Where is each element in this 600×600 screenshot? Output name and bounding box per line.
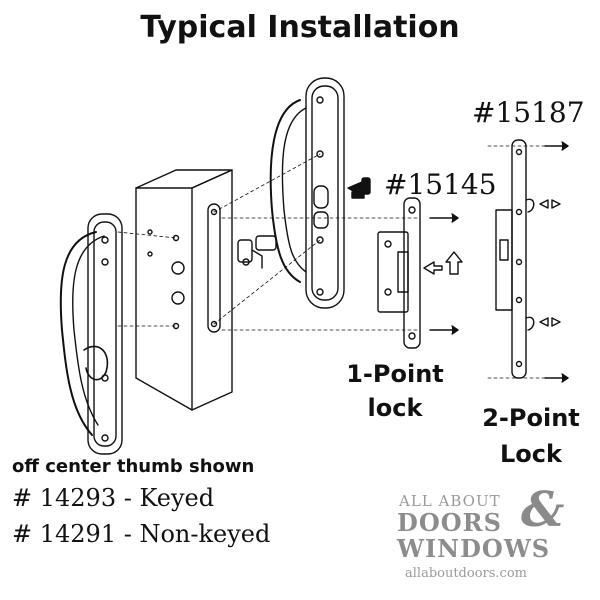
part-15187-label: #15187 [472, 96, 585, 129]
logo-top-text: ALL ABOUT [399, 492, 501, 510]
non-keyed-part-label: # 14291 - Non-keyed [12, 520, 271, 548]
brand-logo: ALL ABOUT & DOORS WINDOWS allaboutdoors.… [395, 482, 595, 592]
inside-handle [269, 77, 345, 309]
key-icon [347, 177, 371, 199]
logo-doors-text: DOORS [397, 508, 502, 537]
one-point-lock-label-line1: 1-Point [346, 360, 444, 388]
logo-url: allaboutdoors.com [405, 566, 527, 581]
two-point-lock-label-line1: 2-Point [482, 404, 580, 432]
thumb-latch [237, 235, 277, 269]
keyed-part-label: # 14293 - Keyed [12, 484, 215, 512]
thumb-note: off center thumb shown [12, 456, 255, 477]
two-point-lock [487, 139, 569, 383]
outside-handle [59, 213, 123, 455]
logo-ampersand: & [521, 482, 565, 538]
one-point-lock-label-line2: lock [367, 394, 423, 422]
door-block [135, 169, 233, 411]
one-point-lock [377, 197, 463, 349]
two-point-lock-label-line2: Lock [500, 440, 562, 468]
part-15145-label: #15145 [384, 168, 497, 201]
alignment-lines [117, 153, 421, 331]
page-title: Typical Installation [140, 10, 460, 45]
logo-windows-text: WINDOWS [397, 534, 551, 563]
